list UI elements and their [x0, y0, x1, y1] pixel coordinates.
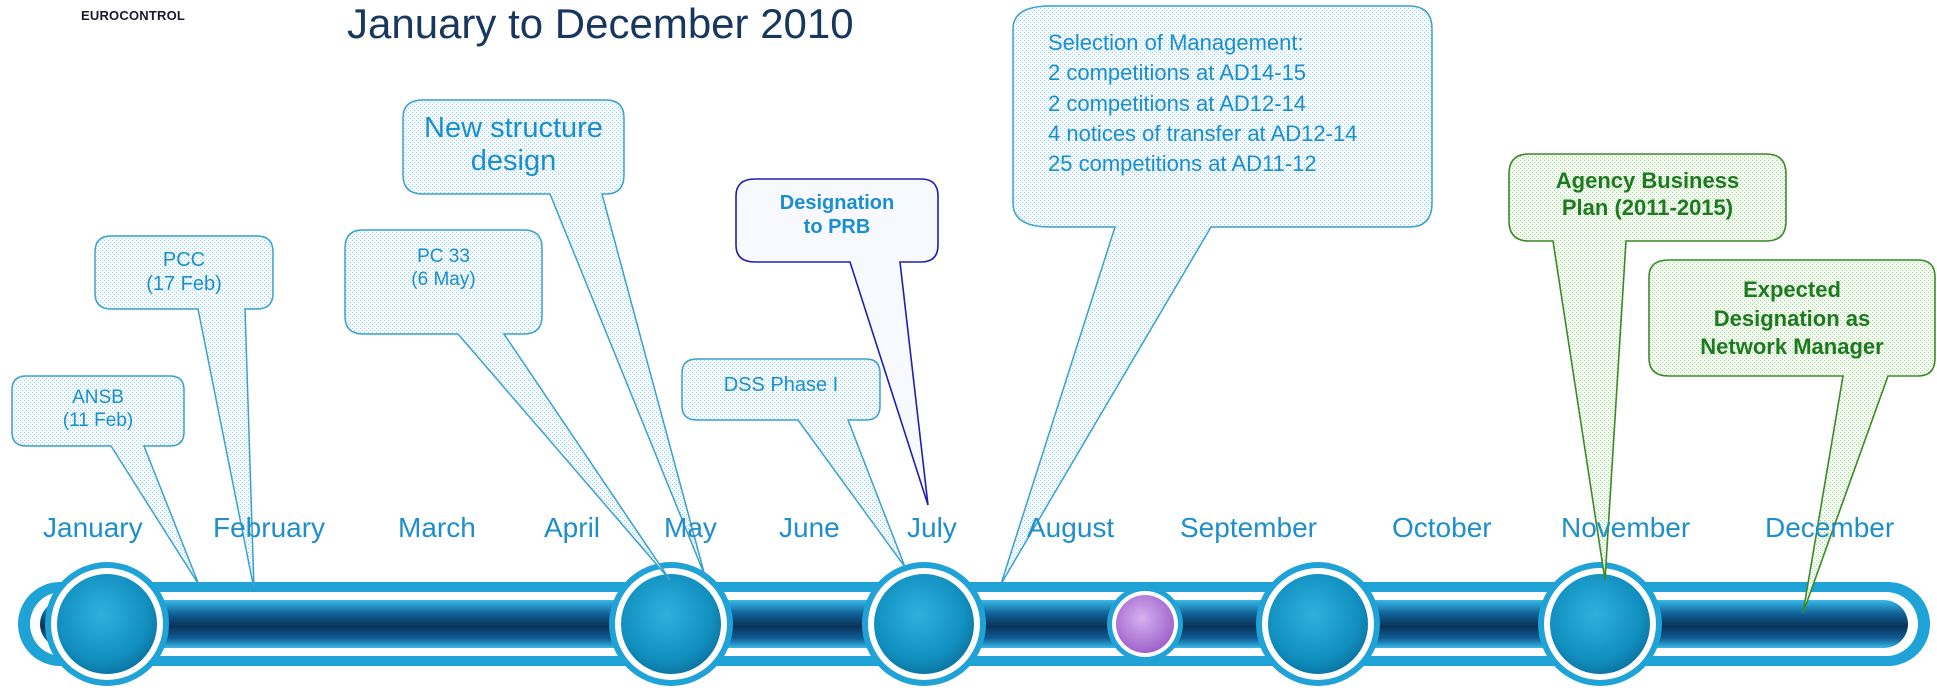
callout-selection-line: 25 competitions at AD11-12	[1048, 151, 1317, 177]
callout-new-structure-bubble	[402, 99, 706, 577]
timeline-node	[609, 562, 733, 686]
callout-ansb-bubble	[11, 375, 200, 586]
callout-prb: Designation to PRB	[736, 191, 938, 240]
timeline-nodes	[45, 562, 1662, 686]
callout-ansb-line: (11 Feb)	[62, 410, 134, 432]
callout-selection-bubble	[1000, 5, 1433, 585]
callout-business-plan-line: Plan (2011-2015)	[1561, 194, 1734, 220]
callout-pcc-line: (17 Feb)	[146, 273, 222, 296]
callout-dss-line: DSS Phase I	[723, 374, 839, 396]
callout-dss: DSS Phase I	[682, 373, 880, 397]
callout-business-plan-bubble	[1508, 153, 1787, 581]
timeline-node	[45, 562, 169, 686]
month-label: March	[398, 512, 476, 543]
callout-business-plan: Agency Business Plan (2011-2015)	[1509, 168, 1786, 222]
timeline-node	[1538, 562, 1662, 686]
callout-ansb-line: ANSB	[72, 387, 124, 408]
callout-selection-line: Selection of Management:	[1048, 30, 1304, 55]
callout-new-structure-line: New structure	[424, 112, 603, 144]
callout-network-manager-line: Designation as	[1713, 305, 1871, 331]
month-label: December	[1765, 512, 1895, 543]
timeline-node	[1256, 562, 1380, 686]
month-label: April	[544, 512, 601, 543]
month-label: June	[779, 512, 840, 543]
month-label: January	[43, 512, 143, 543]
callout-pc33-line: (6 May)	[411, 269, 476, 291]
month-label: May	[664, 512, 717, 543]
callout-prb-line: Designation	[779, 192, 895, 214]
month-label: November	[1561, 512, 1691, 543]
callout-network-manager-line: Expected	[1743, 277, 1841, 302]
month-label: August	[1027, 512, 1115, 543]
callout-pcc: PCC (17 Feb)	[95, 248, 273, 297]
callout-new-structure-line: design	[470, 145, 557, 178]
callout-selection-line: 2 competitions at AD12-14	[1048, 90, 1307, 116]
callout-selection: Selection of Management: 2 competitions …	[1048, 28, 1418, 180]
month-label: July	[907, 512, 957, 543]
timeline-node	[862, 562, 986, 686]
callout-selection-line: 4 notices of transfer at AD12-14	[1048, 121, 1358, 147]
callout-prb-bubble	[735, 178, 939, 506]
callout-network-manager: Expected Designation as Network Manager	[1649, 276, 1935, 362]
callout-network-manager-line: Network Manager	[1700, 334, 1884, 360]
month-label: September	[1180, 512, 1317, 543]
callout-pc33-line: PC 33	[417, 246, 470, 267]
callout-prb-line: to PRB	[803, 216, 871, 239]
month-label: February	[213, 512, 326, 543]
callout-pcc-line: PCC	[162, 249, 206, 271]
callout-pc33: PC 33 (6 May)	[345, 245, 542, 291]
callout-pc33-bubble	[344, 229, 671, 581]
callout-business-plan-line: Agency Business	[1555, 168, 1740, 193]
callout-new-structure: New structure design	[403, 112, 624, 179]
callout-dss-bubble	[681, 358, 906, 568]
month-label: October	[1392, 512, 1492, 543]
eurocontrol-logo: EUROCONTROL	[81, 8, 186, 23]
callout-ansb: ANSB (11 Feb)	[12, 386, 184, 432]
callout-pcc-bubble	[94, 235, 274, 590]
callout-selection-line: 2 competitions at AD14-15	[1048, 60, 1307, 86]
timeline-node-purple	[1107, 586, 1183, 662]
callout-network-manager-bubble	[1648, 259, 1936, 614]
page-title: January to December 2010	[347, 0, 854, 47]
